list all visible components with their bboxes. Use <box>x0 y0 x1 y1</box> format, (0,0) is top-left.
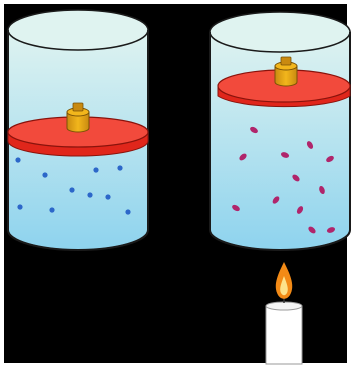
gas-particle <box>15 157 20 162</box>
gas-particle <box>17 204 22 209</box>
gas-particle <box>125 209 130 214</box>
gas-particle <box>69 187 74 192</box>
gas-particle <box>42 172 47 177</box>
cylinder-top-rim <box>8 10 148 50</box>
gas-particle <box>117 165 122 170</box>
gas-particle <box>87 192 92 197</box>
gas-particle <box>49 207 54 212</box>
gas-particle <box>93 167 98 172</box>
weight-knob <box>73 103 83 111</box>
candle-top <box>266 302 302 310</box>
candle-body <box>266 306 302 364</box>
cylinder-unheated <box>8 10 148 250</box>
weight-knob <box>281 57 291 65</box>
cylinder-heated <box>210 12 350 250</box>
gas-particle <box>105 194 110 199</box>
cylinder-top-rim <box>210 12 350 52</box>
